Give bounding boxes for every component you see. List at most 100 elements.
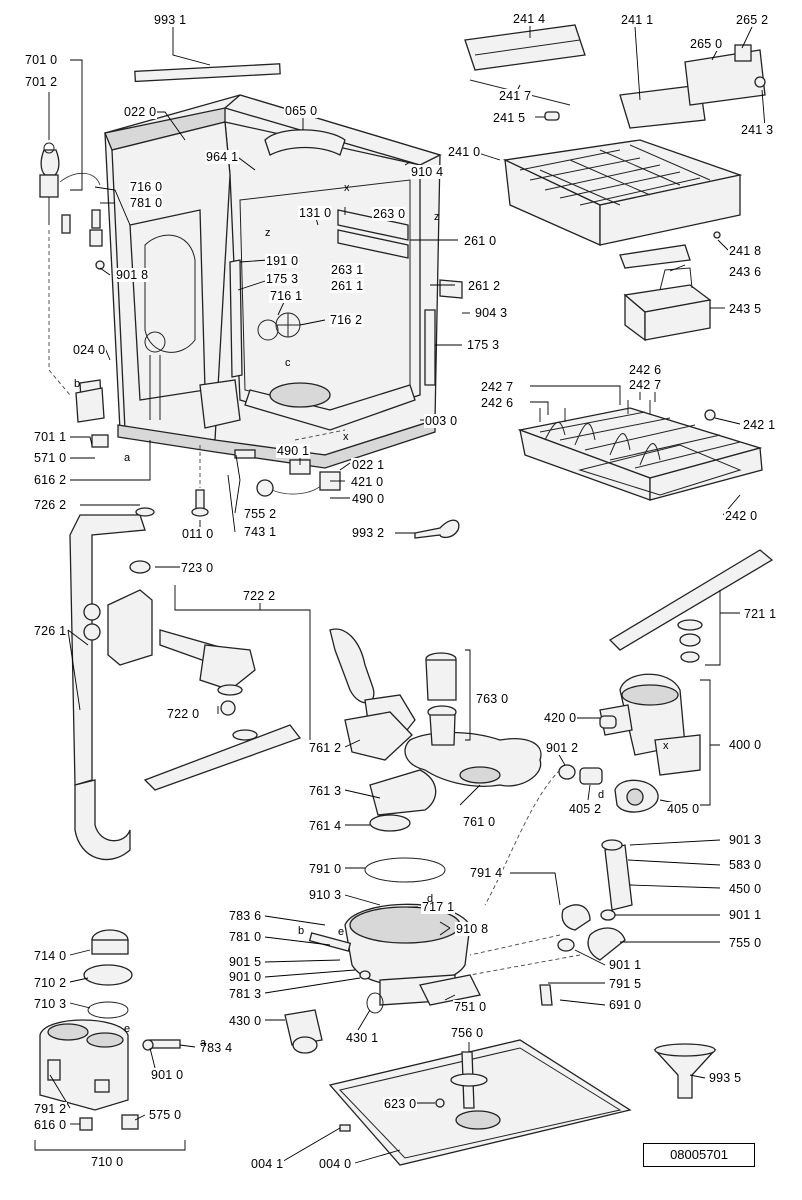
part-label: 756 0 <box>450 1026 485 1040</box>
part-label: 400 0 <box>728 738 763 752</box>
sump-assembly <box>284 857 481 1054</box>
part-label: 261 0 <box>463 234 498 248</box>
callout-letter: d <box>598 789 605 801</box>
part-label: 714 0 <box>33 949 68 963</box>
part-label: 241 3 <box>740 123 775 137</box>
part-label: 755 0 <box>728 936 763 950</box>
part-label: 761 2 <box>308 741 343 755</box>
part-label: 993 5 <box>708 1071 743 1085</box>
part-label: 623 0 <box>383 1097 418 1111</box>
part-label: 710 3 <box>33 997 68 1011</box>
part-label: 716 1 <box>269 289 304 303</box>
part-label: 716 2 <box>329 313 364 327</box>
part-label: 241 8 <box>728 244 763 258</box>
callout-letter: a <box>124 452 131 464</box>
part-label: 723 0 <box>180 561 215 575</box>
callout-letter: x <box>344 182 350 194</box>
part-label: 242 6 <box>628 363 663 377</box>
part-label: 405 0 <box>666 802 701 816</box>
part-label: 004 0 <box>318 1157 353 1171</box>
part-label: 761 4 <box>308 819 343 833</box>
callout-letter: a <box>200 1037 207 1049</box>
part-label: 575 0 <box>148 1108 183 1122</box>
part-label: 242 7 <box>480 380 515 394</box>
part-label: 004 1 <box>250 1157 285 1171</box>
part-label: 910 4 <box>410 165 445 179</box>
leader-lines <box>34 20 766 1164</box>
part-label: 761 3 <box>308 784 343 798</box>
part-label: 791 5 <box>608 977 643 991</box>
part-label: 241 5 <box>492 111 527 125</box>
part-label: 242 6 <box>480 396 515 410</box>
part-label: 701 1 <box>33 430 68 444</box>
part-label: 722 2 <box>242 589 277 603</box>
part-label: 420 0 <box>543 711 578 725</box>
part-label: 791 2 <box>33 1102 68 1116</box>
upper-basket <box>464 24 766 342</box>
part-label: 710 0 <box>90 1155 125 1169</box>
part-label: 022 0 <box>123 105 158 119</box>
part-label: 024 0 <box>72 343 107 357</box>
callout-letter: e <box>338 926 345 938</box>
callout-letter: e <box>124 1023 131 1035</box>
part-label: 993 1 <box>153 13 188 27</box>
part-label: 781 0 <box>129 196 164 210</box>
part-label: 743 1 <box>243 525 278 539</box>
part-label: 571 0 <box>33 451 68 465</box>
part-label: 755 2 <box>243 507 278 521</box>
callout-letter: x <box>343 431 349 443</box>
callout-letter: c <box>285 357 291 369</box>
part-label: 904 3 <box>474 306 509 320</box>
part-label: 265 2 <box>735 13 770 27</box>
part-label: 241 7 <box>498 89 533 103</box>
part-label: 242 0 <box>724 509 759 523</box>
callout-letter: x <box>663 740 669 752</box>
part-label: 726 2 <box>33 498 68 512</box>
part-label: 791 4 <box>469 866 504 880</box>
part-label: 901 8 <box>115 268 150 282</box>
part-label: 175 3 <box>466 338 501 352</box>
part-label: 901 1 <box>608 958 643 972</box>
part-label: 430 1 <box>345 1031 380 1045</box>
part-label: 791 0 <box>308 862 343 876</box>
part-label: 763 0 <box>475 692 510 706</box>
part-label: 726 1 <box>33 624 68 638</box>
part-label: 242 1 <box>742 418 777 432</box>
drawing-number-box: 08005701 <box>643 1143 755 1167</box>
part-label: 242 7 <box>628 378 663 392</box>
part-label: 243 5 <box>728 302 763 316</box>
spray-arms-and-pipes <box>69 507 774 861</box>
salt-funnel <box>653 1043 717 1099</box>
part-label: 022 1 <box>351 458 386 472</box>
part-label: 405 2 <box>568 802 603 816</box>
part-label: 717 1 <box>421 900 456 914</box>
base-tray <box>328 1039 632 1166</box>
part-label: 964 1 <box>205 150 240 164</box>
part-label: 761 0 <box>462 815 497 829</box>
circulation-pump <box>558 673 701 813</box>
part-label: 616 2 <box>33 473 68 487</box>
part-label: 993 2 <box>351 526 386 540</box>
callout-letter: b <box>298 925 305 937</box>
part-label: 901 1 <box>728 908 763 922</box>
part-label: 265 0 <box>689 37 724 51</box>
part-label: 241 4 <box>512 12 547 26</box>
part-label: 901 3 <box>728 833 763 847</box>
part-label: 722 0 <box>166 707 201 721</box>
part-label: 783 6 <box>228 909 263 923</box>
part-label: 783 4 <box>199 1041 234 1055</box>
part-label: 191 0 <box>265 254 300 268</box>
part-label: 721 1 <box>743 607 778 621</box>
part-label: 781 3 <box>228 987 263 1001</box>
part-label: 616 0 <box>33 1118 68 1132</box>
callout-letter: z <box>265 227 271 239</box>
part-label: 261 1 <box>330 279 365 293</box>
part-label: 490 1 <box>276 444 311 458</box>
part-label: 263 0 <box>372 207 407 221</box>
assembly-guides <box>48 230 581 976</box>
door-lock-parts <box>39 142 109 448</box>
part-label: 781 0 <box>228 930 263 944</box>
part-label: 691 0 <box>608 998 643 1012</box>
